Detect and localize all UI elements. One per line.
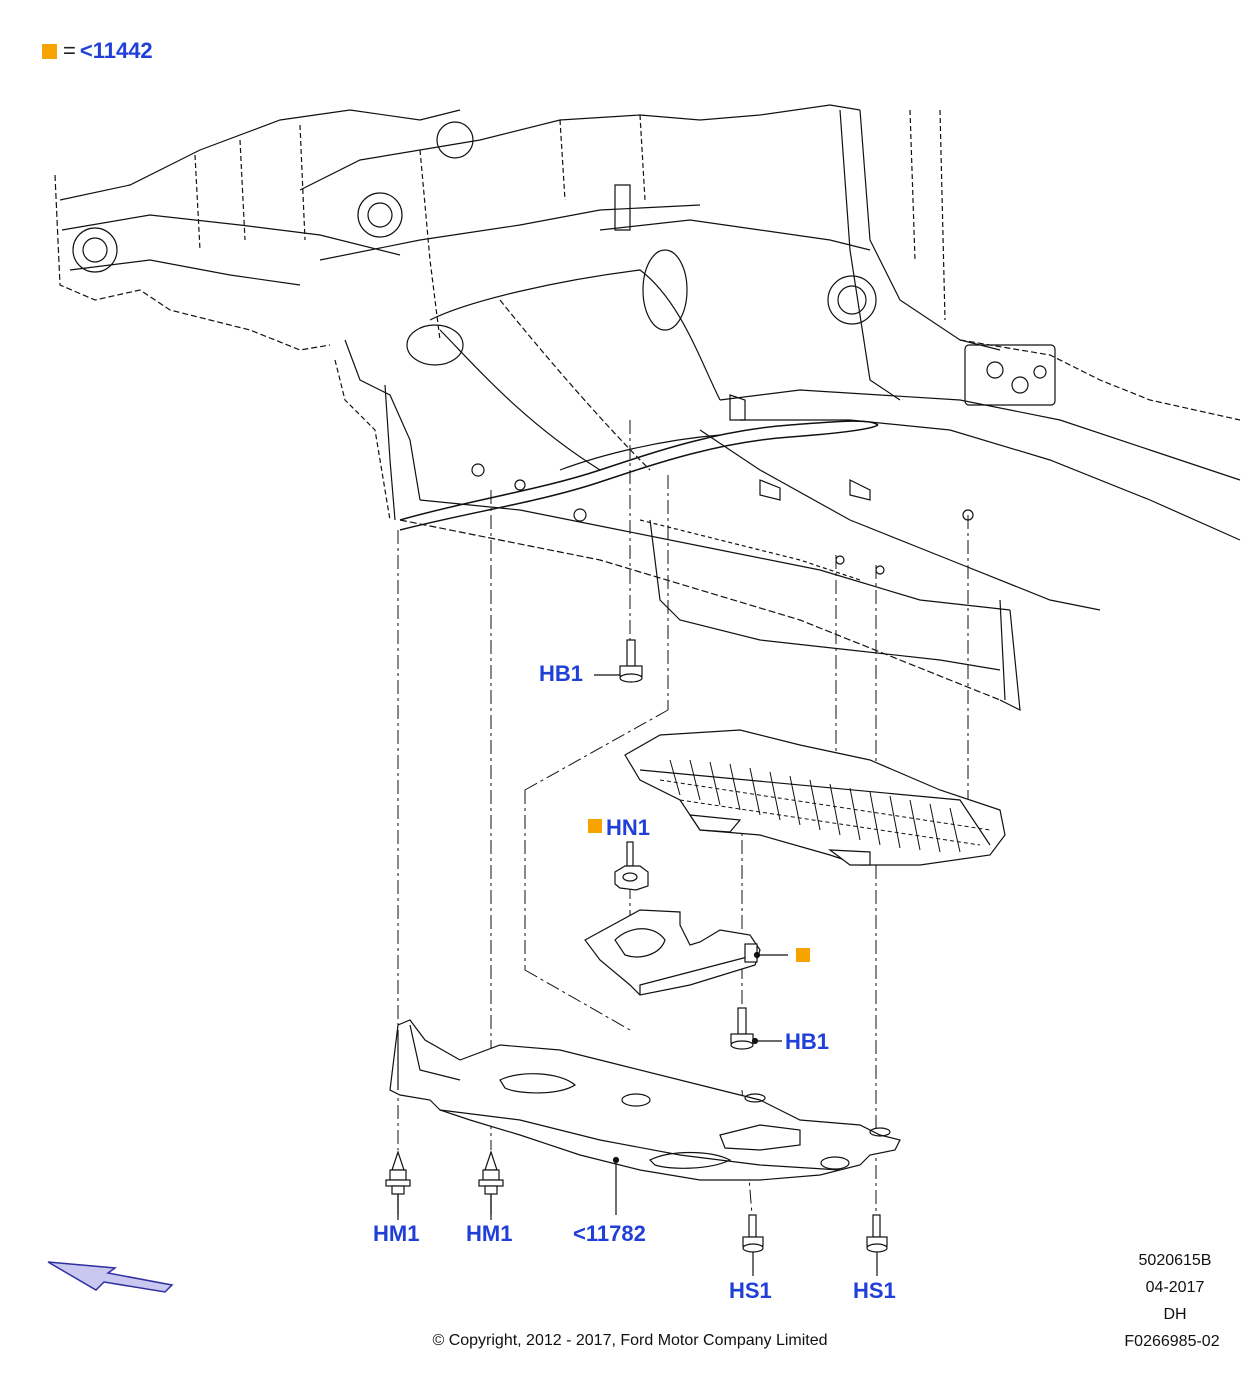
clip-hn1 — [614, 841, 649, 891]
callout-hn1[interactable]: HN1 — [606, 815, 651, 840]
drawing-date: 04-2017 — [1145, 1279, 1205, 1296]
modification-marker — [588, 819, 602, 833]
bolt-hb1-upper — [619, 639, 643, 683]
bolt-hb1-lower — [730, 1007, 754, 1050]
callout-leaders — [397, 674, 878, 1276]
vehicle-floor-structure — [54, 104, 1241, 712]
heat-shield-small — [584, 909, 761, 996]
callout-hm1-left[interactable]: HM1 — [373, 1221, 420, 1246]
figure-id: F0266985-02 — [1124, 1333, 1220, 1350]
front-direction-arrow — [47, 1261, 174, 1293]
legend-equals: = — [63, 38, 76, 63]
callout-hb1-upper[interactable]: HB1 — [539, 661, 584, 686]
drawing-code: DH — [1163, 1306, 1187, 1323]
legend-marker-icon — [42, 43, 57, 59]
legend: = <11442 — [42, 40, 153, 62]
callout-hs1-left[interactable]: HS1 — [729, 1278, 772, 1303]
drawing-number: 5020615B — [1138, 1252, 1212, 1269]
underbody-shield-large — [389, 1019, 901, 1181]
callout-hs1-right[interactable]: HS1 — [853, 1278, 896, 1303]
upper-underbody-panel — [624, 729, 1006, 866]
panel-mesh-pattern — [659, 759, 991, 853]
modification-marker — [796, 948, 810, 962]
legend-ref-link[interactable]: <11442 — [79, 38, 153, 63]
copyright-notice: © Copyright, 2012 - 2017, Ford Motor Com… — [432, 1332, 828, 1349]
callout-hm1-right[interactable]: HM1 — [466, 1221, 513, 1246]
callout-shield-ref[interactable]: <11782 — [573, 1221, 646, 1246]
callout-hb1-lower[interactable]: HB1 — [785, 1029, 830, 1054]
screw-hs1-right — [866, 1214, 888, 1253]
screw-hs1-left — [742, 1214, 764, 1253]
